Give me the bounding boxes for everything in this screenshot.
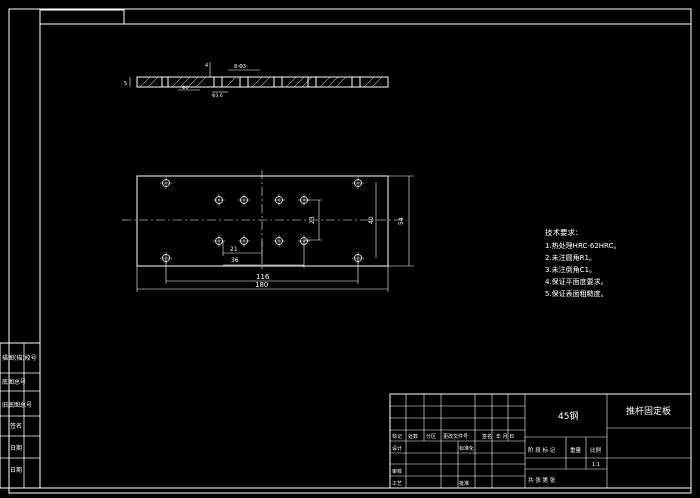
tb-sheets: 共 张 第 张 bbox=[528, 476, 556, 484]
hole-symbol bbox=[238, 235, 250, 247]
tb-scale: 比例 bbox=[590, 446, 602, 454]
tb-mark: 标记 bbox=[392, 433, 402, 440]
dim-len-outer: 180 bbox=[255, 281, 268, 289]
plan-dim-lines bbox=[136, 175, 414, 292]
material-label: 45钢 bbox=[558, 410, 578, 422]
section-body bbox=[136, 76, 389, 88]
dim-pitch-b: 36 bbox=[231, 257, 239, 264]
left-stamp-column: 描图(描)校号 底图总号 旧底图总号 签名 日期 日期 bbox=[0, 342, 41, 489]
stamp-label-5: 日期 bbox=[10, 444, 22, 452]
title-block: 45钢 推杆固定板 标记 处数 分区 更改文件号 签名 年 月 日 设计 标准化… bbox=[389, 393, 692, 489]
tb-scale-val: 1:1 bbox=[592, 462, 600, 468]
dim-pitch-a: 21 bbox=[230, 246, 238, 253]
hole-symbol bbox=[273, 235, 285, 247]
tech-title: 技术要求： bbox=[545, 227, 583, 237]
tb-date: 年 月 日 bbox=[496, 433, 514, 440]
tb-design: 设计 bbox=[392, 445, 402, 452]
tech-notes: 技术要求： 1.热处理HRC-62HRC。 2.未注圆角R1。 3.未注倒角C1… bbox=[545, 227, 620, 298]
corner-label-box bbox=[39, 9, 125, 25]
section-hatch bbox=[139, 76, 383, 88]
tech-note-2: 2.未注圆角R1。 bbox=[545, 253, 596, 262]
stamp-label-6: 日期 bbox=[10, 466, 22, 474]
stamp-label-2: 底图总号 bbox=[2, 378, 26, 386]
hole-symbol bbox=[238, 194, 250, 206]
tb-stage-row: 阶 段 标 记 bbox=[528, 446, 556, 454]
dim-width-outer: 54 bbox=[398, 217, 405, 225]
tb-weight: 重量 bbox=[570, 446, 582, 454]
tech-note-3: 3.未注倒角C1。 bbox=[545, 265, 596, 274]
section-view: 5 4 8-Φ3 Φ6 Φ3.6 bbox=[124, 62, 389, 99]
dim-len-inner: 116 bbox=[256, 273, 270, 281]
stamp-label-4: 签名 bbox=[10, 422, 22, 430]
tb-zone: 分区 bbox=[426, 433, 436, 440]
hole-symbol bbox=[352, 177, 364, 189]
dim-width-inner: 23 bbox=[309, 216, 316, 224]
dim-width-mid: 40 bbox=[368, 216, 375, 224]
stamp-label-3: 旧底图总号 bbox=[2, 401, 32, 409]
tech-note-1: 1.热处理HRC-62HRC。 bbox=[545, 241, 620, 250]
section-dims bbox=[129, 62, 260, 93]
hole-symbol bbox=[273, 194, 285, 206]
stamp-label-1: 描图(描)校号 bbox=[2, 354, 37, 362]
tb-count: 处数 bbox=[408, 433, 418, 440]
section-hole-lines bbox=[161, 77, 361, 87]
tb-sign: 签名 bbox=[482, 433, 492, 440]
inner-frame bbox=[39, 23, 692, 489]
dim-top-left: 4 bbox=[205, 63, 208, 69]
plate-outline bbox=[136, 175, 389, 267]
hole-symbol bbox=[213, 235, 225, 247]
dim-top-mid: Φ6 bbox=[182, 85, 189, 91]
plan-view: 54 40 23 21 36 116 180 bbox=[122, 170, 414, 292]
dim-top-under: Φ3.6 bbox=[212, 93, 223, 99]
dim-side-t: 5 bbox=[124, 81, 127, 87]
tech-note-4: 4.保证平面度要求。 bbox=[545, 277, 608, 286]
tb-std: 标准化 bbox=[459, 445, 474, 452]
outer-border bbox=[8, 8, 692, 494]
hole-symbol bbox=[213, 194, 225, 206]
tech-note-5: 5.保证表面粗糙度。 bbox=[545, 289, 608, 298]
tb-review: 审核 bbox=[392, 468, 402, 475]
tb-docno: 更改文件号 bbox=[443, 433, 468, 440]
hole-symbol bbox=[160, 177, 172, 189]
part-name: 推杆固定板 bbox=[626, 405, 671, 417]
tb-craft: 工艺 bbox=[392, 481, 402, 487]
tb-approve: 批准 bbox=[459, 480, 469, 487]
dim-top-right: 8-Φ3 bbox=[234, 64, 246, 70]
